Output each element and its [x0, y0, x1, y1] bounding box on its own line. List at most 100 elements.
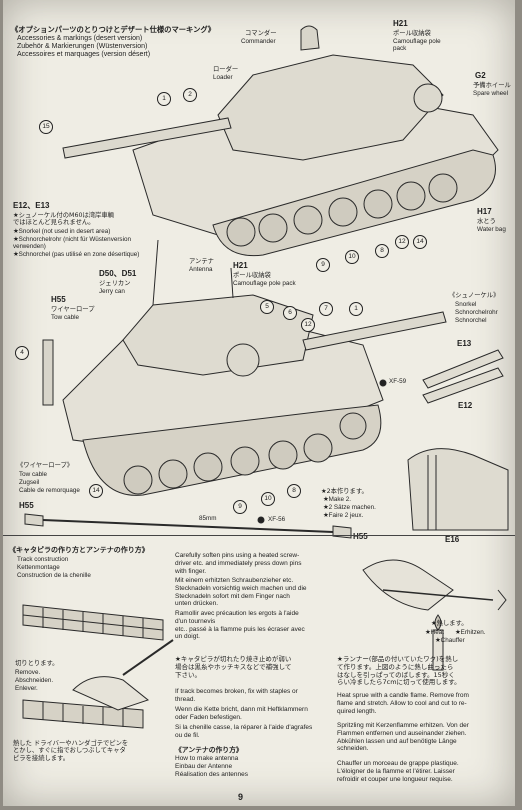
top-road-wheels: [226, 173, 458, 247]
make-2-jp: ★2本作ります。: [321, 488, 368, 495]
make-2-fr: ★Faire 2 jeux.: [323, 512, 364, 519]
antenna-instr-fr: Chauffer un morceau de grappe plastique.…: [337, 760, 459, 783]
part-number: 12: [301, 318, 315, 332]
loader-label-jp: ローダー: [213, 66, 239, 73]
commander-label: Commander: [241, 38, 276, 45]
h21-top-en: Camouflage pole pack: [393, 38, 441, 53]
g2-part: G2: [475, 71, 486, 80]
track-instr-en: Carefully soften pins using a heated scr…: [175, 552, 302, 575]
commander-label-jp: コマンダー: [245, 30, 277, 37]
h21-lower-part: H21: [233, 261, 248, 270]
snorkel-note-fr: ★Schnorchel (pas utilisé en zone déserti…: [13, 251, 140, 258]
header-title-fr: Accessoires et marquages (version désert…: [17, 51, 151, 58]
header-title-en: Accessories & markings (desert version): [17, 35, 143, 42]
part-number: 5: [260, 300, 274, 314]
h17-part: H17: [477, 207, 492, 216]
g2-jp: 予備ホイール: [473, 82, 511, 89]
snorkel-note-en: ★Snorkel (not used in desert area): [13, 228, 111, 235]
tow-box-fr: Cable de remorquage: [19, 487, 80, 494]
cut-label-jp: 切りとります。: [15, 660, 59, 667]
snorkel-note-de: ★Schnorchelrohr (nicht für Wüstenversion…: [13, 236, 131, 251]
part-number: 7: [319, 302, 333, 316]
track-links: [22, 604, 164, 729]
part-number: 1: [157, 92, 171, 106]
antenna-title-en: How to make antenna: [175, 755, 239, 762]
part-number: 8: [287, 484, 301, 498]
spare-wheel: [413, 83, 443, 113]
track-instr-fr: Ramollir avec précaution les ergots à l'…: [175, 610, 305, 641]
antenna-title-jp: 《アンテナの作り方》: [175, 746, 243, 754]
snorkel-pipe: [42, 339, 54, 406]
h21-top-jp: ポール収納袋: [393, 30, 431, 37]
sprue-hands: [362, 559, 454, 611]
h55-jp: ワイヤーロープ: [51, 306, 95, 313]
part-number: 6: [283, 306, 297, 320]
page-number: 9: [238, 792, 244, 802]
header-title-de: Zubehör & Markierungen (Wüstenversion): [17, 43, 148, 50]
tank-illustrations: [22, 25, 509, 729]
d50-jp: ジェリカン: [99, 280, 131, 287]
section-divider: [3, 535, 515, 536]
heat-label-de: ★Erhitzen.: [455, 629, 486, 636]
antenna-instr-en: Heat sprue with a candle flame. Remove f…: [337, 692, 469, 715]
part-number: 9: [233, 500, 247, 514]
h17-jp: 水とう: [477, 218, 496, 225]
track-instr-de: Mit einem erhitzten Schraubenzieher etc.…: [175, 577, 307, 608]
make-2-de: ★2 Sätze machen.: [323, 504, 376, 511]
part-number: 14: [89, 484, 103, 498]
track-broken-de: Wenn die Kette bricht, dann mit Heftklam…: [175, 706, 308, 721]
h17-en: Water bag: [477, 226, 506, 233]
e12-part: E12: [458, 401, 473, 410]
part-number: 12: [395, 235, 409, 249]
tow-box-en: Tow cable: [19, 471, 48, 478]
antenna-instr-de: Spritzling mit Kerzenflamme erhitzen. Vo…: [337, 722, 469, 753]
track-broken-fr: Si la chenille casse, la réparer à l'aid…: [175, 724, 313, 739]
heat-label-jp: ★熱します。: [431, 620, 468, 627]
snorkel-box-fr: Schnorchel: [455, 317, 487, 324]
h21-lower-en: Camouflage pole pack: [233, 280, 296, 287]
antenna-jp: アンテナ: [189, 258, 214, 265]
snorkel-box-en: Snorkel: [455, 301, 477, 308]
part-number: 10: [345, 250, 359, 264]
h55-part: H55: [51, 295, 66, 304]
h55-left: H55: [19, 501, 34, 510]
track-construction-de: Kettenmontage: [17, 564, 60, 571]
antenna-runner-jp: ★ランナー(部品の付いていたワク)を熱し て作ります。上図のように熱し曲ったら …: [337, 655, 461, 687]
heat-label-fr: ★Chauffer: [435, 637, 465, 644]
snorkel-box-jp: 《シュノーケル》: [449, 292, 500, 299]
tow-length: 85mm: [199, 515, 217, 522]
track-broken-en: If track becomes broken, fix with staple…: [175, 688, 298, 703]
d50-en: Jerry can: [99, 288, 125, 295]
tow-cable: [42, 519, 334, 533]
h55-en: Tow cable: [51, 314, 80, 321]
snorkel-box-de: Schnorchelrohr: [455, 309, 498, 316]
h21-top-part: H21: [393, 19, 408, 28]
part-number: 14: [413, 235, 427, 249]
header-title-jp: 《オプションパーツのとりつけとデザート仕様のマーキング》: [11, 25, 216, 34]
h21-lower-jp: ポール収納袋: [233, 272, 271, 279]
cut-label-fr: Enlever.: [15, 685, 38, 692]
track-title-jp: 《キャタピラの作り方とアンテナの作り方》: [9, 546, 149, 554]
part-number: 4: [15, 346, 29, 360]
make-2-en: ★Make 2.: [323, 496, 352, 503]
part-number: 2: [183, 88, 197, 102]
d50-part: D50、D51: [99, 269, 137, 278]
part-number: 10: [261, 492, 275, 506]
tow-box-de: Zugseil: [19, 479, 40, 486]
lower-road-wheels: [123, 412, 367, 495]
antenna-en: Antenna: [189, 266, 213, 273]
e13-part: E13: [457, 339, 472, 348]
candle: [432, 629, 444, 671]
part-number: 8: [375, 244, 389, 258]
part-number: 15: [39, 120, 53, 134]
g2-en: Spare wheel: [473, 90, 509, 97]
loader-label: Loader: [213, 74, 233, 81]
snorkel-note-jp: ★シュノーケル付のM60は湾岸車輌 ではほとんど見られません。: [13, 212, 114, 227]
top-tank-gun: [62, 117, 232, 159]
heat-label-en: ★Heat: [425, 629, 444, 636]
part-number: 9: [316, 258, 330, 272]
xf56-label: XF-56: [268, 516, 286, 523]
part-number: 1: [349, 302, 363, 316]
xf59-label: XF-59: [389, 378, 407, 385]
tow-box-jp: 《ワイヤーロープ》: [17, 462, 74, 469]
